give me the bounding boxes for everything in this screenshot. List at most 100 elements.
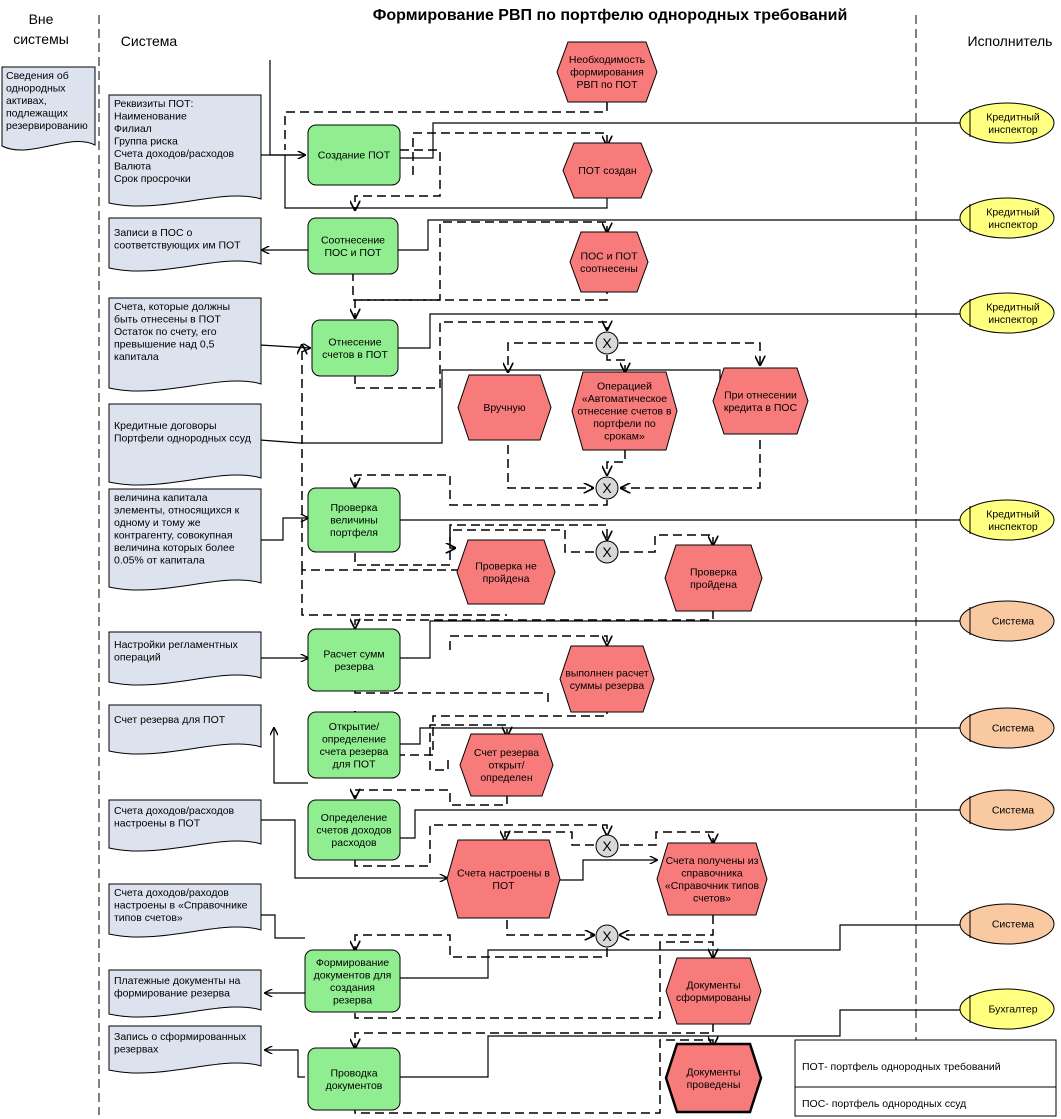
lane-outside-label-2: системы bbox=[13, 31, 69, 47]
document-d3-line-1: Счета, которые должны bbox=[114, 301, 230, 313]
role-r9: Бухгалтер bbox=[959, 988, 1055, 1030]
flow-f6-to-e6 bbox=[429, 724, 507, 771]
role-r7: Система bbox=[959, 789, 1055, 831]
xor-connector-4-shape bbox=[595, 834, 619, 858]
document-d5-shape bbox=[108, 488, 262, 591]
event-e7b: Счета получены изсправочника«Справочник … bbox=[656, 842, 768, 916]
function-f7-line-3: расходов bbox=[331, 837, 377, 849]
function-f5-line-2: резерва bbox=[334, 661, 373, 673]
external-document-line-2: однородных bbox=[6, 83, 66, 95]
role-r4-shape bbox=[959, 499, 1055, 541]
event-e3c-shape bbox=[712, 367, 809, 435]
xor-connector-4: X bbox=[595, 834, 619, 858]
line-f6-role bbox=[398, 727, 960, 745]
event-e3a-line-1: Вручную bbox=[483, 402, 525, 414]
document-d3-line-3: Остаток по счету, его bbox=[114, 326, 217, 338]
line-d9-link bbox=[258, 914, 305, 939]
document-d7: Счет резерва для ПОТ bbox=[108, 704, 262, 755]
event-e3a-shape bbox=[457, 374, 552, 441]
event-e6-line-3: определен bbox=[480, 772, 533, 784]
document-d11-line-2: резервах bbox=[114, 1044, 159, 1056]
function-f8-shape bbox=[304, 949, 401, 1013]
xor-connector-2: X bbox=[595, 476, 619, 500]
function-f6-line-1: Открытие/ bbox=[329, 721, 379, 733]
event-e3b-line-3: отнесение счетов в bbox=[577, 406, 672, 418]
role-r3-shape bbox=[959, 292, 1055, 334]
document-d5-line-3: одному и тому же bbox=[114, 517, 201, 529]
event-e0-shape bbox=[556, 41, 658, 103]
role-r7-line-1: Система bbox=[992, 805, 1034, 817]
event-e4b-shape bbox=[664, 544, 763, 612]
event-e2-line-1: ПОС и ПОТ bbox=[580, 250, 638, 262]
xor-connector-4-label: X bbox=[602, 838, 612, 854]
flow-f5-down bbox=[354, 690, 549, 705]
flow-xor2-to-f4 bbox=[355, 474, 608, 506]
function-f9-line-2: документов bbox=[326, 1080, 383, 1092]
lane-executor-label: Исполнитель bbox=[968, 33, 1053, 49]
flow-e4b-to-f5 bbox=[355, 610, 714, 628]
role-r8: Система bbox=[959, 903, 1055, 945]
event-e7b-line-4: счетов» bbox=[693, 892, 731, 904]
event-e9-line-2: проведены bbox=[687, 1079, 741, 1091]
flow-f9-to-e9 bbox=[354, 1040, 713, 1114]
role-r8-line-1: Система bbox=[992, 919, 1034, 931]
event-e3b-line-2: «Автоматическое bbox=[582, 393, 667, 405]
role-r6-shape bbox=[959, 707, 1055, 749]
function-f7-shape bbox=[307, 799, 401, 861]
document-d1-line-2: Наименование bbox=[114, 111, 187, 123]
function-f6-shape bbox=[307, 711, 401, 779]
document-d1-line-5: Счета доходов/расходов bbox=[114, 148, 235, 160]
document-d3-shape bbox=[108, 297, 262, 392]
document-d10-shape bbox=[108, 969, 262, 1018]
flow-xor1-to-e3a bbox=[508, 342, 593, 372]
document-d5-line-4: контрагенту, совокупная bbox=[114, 530, 233, 542]
xor-connector-2-shape bbox=[595, 476, 619, 500]
event-e3c-line-1: При отнесении bbox=[724, 389, 797, 401]
role-r6-line-1: Система bbox=[992, 723, 1034, 735]
role-r2-line-2: инспектор bbox=[988, 219, 1038, 231]
legend: ПОТ- портфель однородных требований ПОС-… bbox=[794, 1039, 1057, 1117]
line-e1-feedback bbox=[284, 155, 608, 209]
legend-pos: ПОС- портфель однородных ссуд bbox=[802, 1098, 966, 1110]
lane-system-label: Система bbox=[121, 33, 178, 49]
xor-connector-5-shape bbox=[595, 924, 619, 948]
event-e7a-shape bbox=[446, 839, 561, 919]
role-r5-shape bbox=[959, 600, 1055, 642]
xor-connector-5: X bbox=[595, 924, 619, 948]
event-e7b-line-1: Счета получены из bbox=[666, 855, 759, 867]
external-document-line-3: активах, bbox=[6, 95, 47, 107]
flow-xor3-to-e4b bbox=[620, 534, 713, 553]
line-f6-to-d7 bbox=[274, 728, 308, 784]
flow-xor1-to-e3c bbox=[619, 342, 760, 365]
function-f2-line-1: Соотнесение bbox=[321, 234, 385, 246]
line-f1-role bbox=[398, 122, 960, 159]
role-r3-line-1: Кредитный bbox=[986, 301, 1040, 313]
document-d2-line-1: Записи в ПОС о bbox=[114, 227, 192, 239]
role-r1-line-2: инспектор bbox=[988, 124, 1038, 136]
event-e3b-line-5: срокам» bbox=[604, 431, 645, 443]
event-e6-line-1: Счет резерва bbox=[474, 747, 539, 759]
xor-connector-1: X bbox=[595, 331, 619, 355]
document-d4-line-1: Кредитные договоры bbox=[114, 420, 217, 432]
xor-connector-3-label: X bbox=[602, 544, 612, 560]
document-d9-line-2: настроены в «Справочнике bbox=[114, 900, 248, 912]
role-r1-line-1: Кредитный bbox=[986, 111, 1040, 123]
event-e5-line-1: выполнен расчет bbox=[565, 667, 649, 679]
legend-box bbox=[794, 1039, 1057, 1117]
diagram-nodes: Сведения ободнородныхактивах,подлежащихр… bbox=[1, 41, 1055, 1114]
line-f8-role bbox=[400, 924, 960, 979]
role-r9-line-1: Бухгалтер bbox=[988, 1004, 1037, 1016]
role-r2-line-1: Кредитный bbox=[986, 206, 1040, 218]
